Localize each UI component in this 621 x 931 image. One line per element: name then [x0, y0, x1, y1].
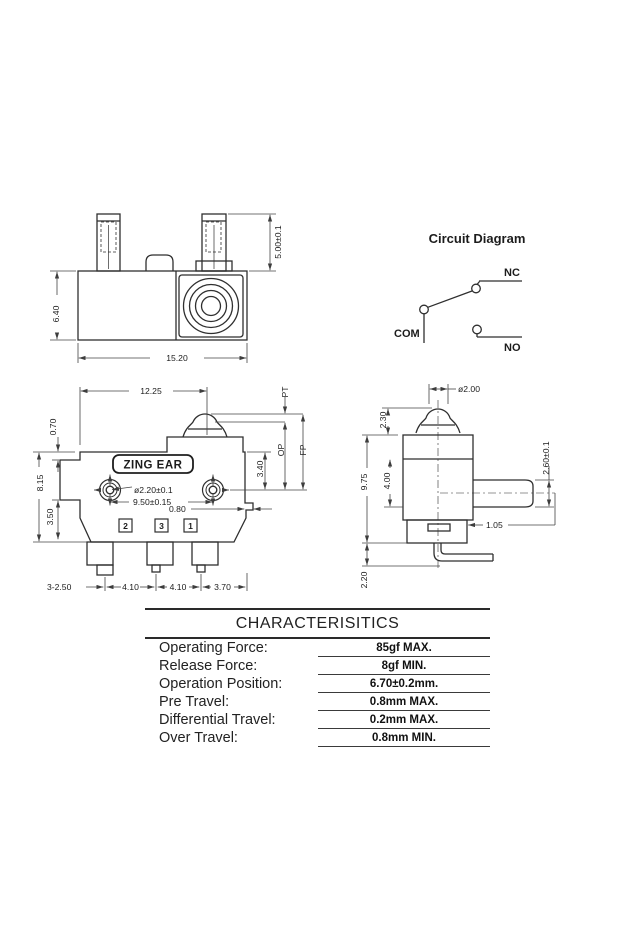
- table-row: Pre Travel: 0.8mm MAX.: [145, 693, 490, 711]
- dim-op-label: OP: [276, 444, 286, 457]
- table-row: Release Force: 8gf MIN.: [145, 657, 490, 675]
- table-row: Differential Travel: 0.2mm MAX.: [145, 711, 490, 729]
- table-row: Operating Force: 85gf MAX.: [145, 639, 490, 657]
- row-value: 8gf MIN.: [318, 658, 490, 675]
- row-label: Release Force:: [159, 658, 258, 674]
- terminal-2-label: 2: [123, 521, 128, 531]
- terminal-3-label: 3: [159, 521, 164, 531]
- dim-notch-top-label: 0.70: [48, 418, 58, 435]
- terminal-1-label: 1: [188, 521, 193, 531]
- table-row: Operation Position: 6.70±0.2mm.: [145, 675, 490, 693]
- terminal-numbers: 2 3 1: [118, 518, 198, 533]
- side-view-drawing: ø2.00 2.30 9.75 4.00 2.60±0.1 1.05 2.20: [359, 384, 556, 588]
- dim-step-label: 0.80: [169, 504, 186, 514]
- dim-top-height-label: 6.40: [51, 305, 61, 322]
- row-label: Operation Position:: [159, 676, 283, 692]
- dim-terminal-width-label: 3-2.50: [47, 582, 72, 592]
- characteristics-title: CHARACTERISITICS: [145, 608, 490, 639]
- dim-end-offset-label: 3.70: [214, 582, 231, 592]
- top-view-centerlines: [108, 225, 215, 269]
- dim-hole-spacing-label: 9.50±0.15: [133, 497, 171, 507]
- dim-top-width-label: 15.20: [166, 353, 188, 363]
- side-view-body: [402, 408, 534, 562]
- circuit-title: Circuit Diagram: [429, 231, 526, 246]
- table-row: Over Travel: 0.8mm MIN.: [145, 729, 490, 747]
- circuit-no-label: NO: [504, 342, 521, 354]
- dim-hole-diameter-label: ø2.20±0.1: [134, 485, 173, 495]
- top-view-body: [77, 213, 248, 341]
- dim-overall-height-label: 9.75: [359, 473, 369, 490]
- circuit-nc-label: NC: [504, 267, 520, 279]
- dim-terminal-height-label: 5.00±0.1: [273, 225, 283, 259]
- brand-label: ZING EAR: [124, 460, 183, 472]
- front-view-dimensions: [33, 387, 307, 591]
- side-view-centerlines: [437, 400, 555, 570]
- dim-lead-drop-label: 2.20: [359, 571, 369, 588]
- characteristics-table: CHARACTERISITICS Operating Force: 85gf M…: [145, 608, 490, 747]
- dim-terminal-thickness-label: 2.60±0.1: [541, 441, 551, 475]
- dim-slot-offset-label: 1.05: [486, 520, 503, 530]
- row-value: 85gf MAX.: [318, 640, 490, 657]
- dim-body-depth-label: 4.00: [382, 472, 392, 489]
- row-label: Differential Travel:: [159, 712, 276, 728]
- dim-notch-height-label: 3.50: [45, 508, 55, 525]
- circuit-diagram: Circuit Diagram NC COM NO: [394, 231, 526, 354]
- dim-pitch-b-label: 4.10: [170, 582, 187, 592]
- top-view-drawing: 6.40 15.20 5.00±0.1: [50, 213, 283, 363]
- row-value: 0.2mm MAX.: [318, 712, 490, 729]
- dim-op-depth-label: 3.40: [255, 460, 265, 477]
- row-label: Pre Travel:: [159, 694, 230, 710]
- row-label: Operating Force:: [159, 640, 268, 656]
- top-view-hidden-lines: [100, 221, 222, 253]
- circuit-com-label: COM: [394, 328, 420, 340]
- dim-plunger-height-label: 2.30: [378, 411, 388, 428]
- dim-front-height-label: 8.15: [35, 474, 45, 491]
- row-value: 6.70±0.2mm.: [318, 676, 490, 693]
- dim-front-top-width-label: 12.25: [140, 386, 162, 396]
- dim-pt-label: PT: [280, 386, 290, 398]
- row-label: Over Travel:: [159, 730, 238, 746]
- top-view-dimensions: [50, 213, 276, 363]
- brand-plate: ZING EAR: [112, 454, 194, 474]
- front-view-body: [59, 413, 254, 576]
- row-value: 0.8mm MIN.: [318, 730, 490, 747]
- front-view-drawing: ZING EAR 2 3 1: [33, 386, 308, 592]
- dim-plunger-diameter-label: ø2.00: [458, 384, 480, 394]
- row-value: 0.8mm MAX.: [318, 694, 490, 711]
- side-view-dimensions: [362, 384, 556, 567]
- circuit-wires: [419, 280, 522, 343]
- dim-fp-label: FP: [298, 444, 308, 455]
- dim-pitch-a-label: 4.10: [122, 582, 139, 592]
